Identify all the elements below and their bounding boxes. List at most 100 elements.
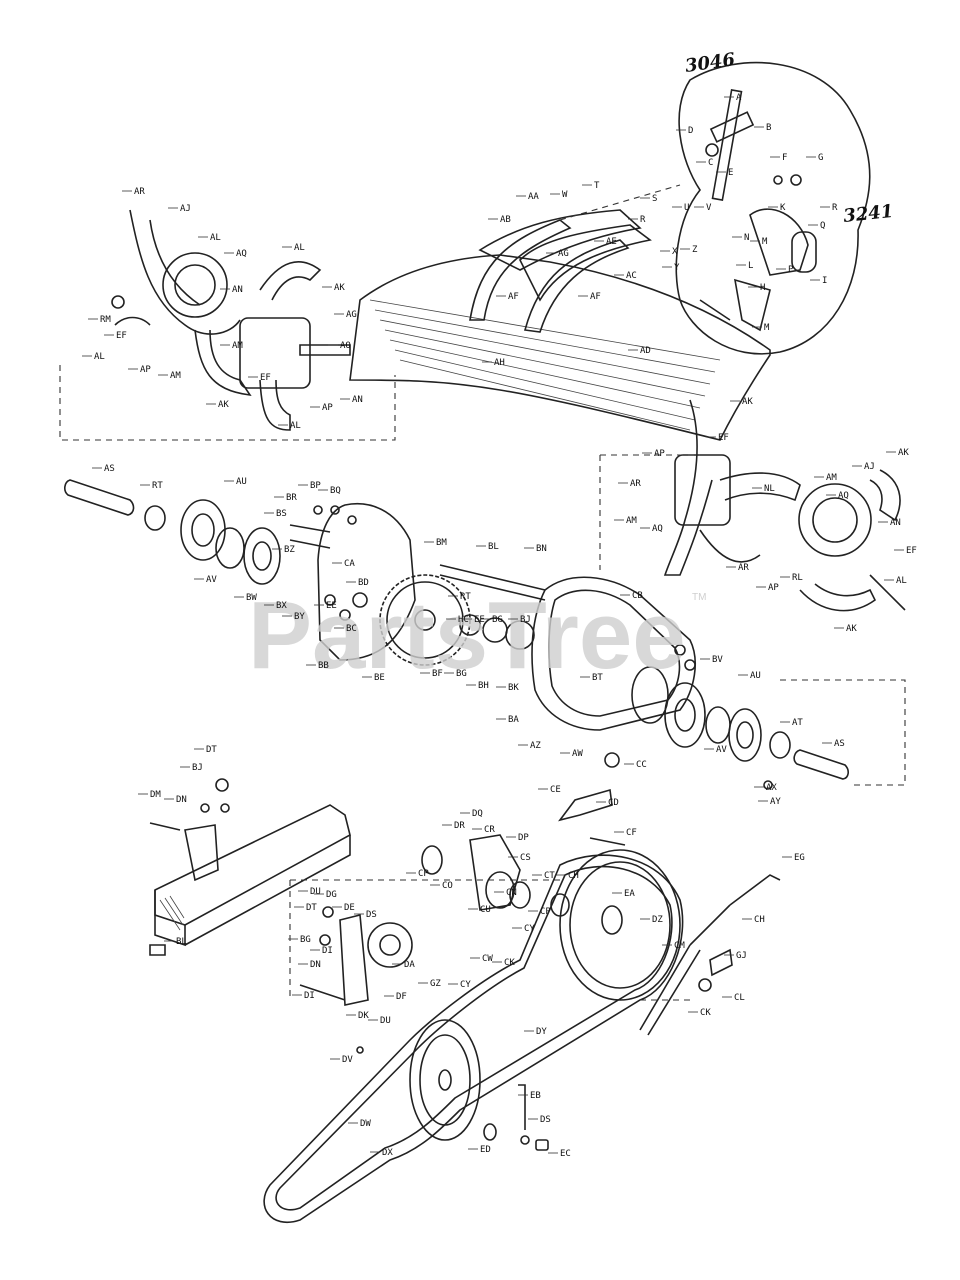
callout-d: D [688, 126, 693, 136]
right-tine-assembly-upper [663, 399, 906, 612]
callout-bv: BV [712, 655, 723, 665]
callout-bk: BK [508, 683, 519, 693]
callout-dx: DX [382, 1148, 393, 1158]
callout-f: F [782, 153, 787, 163]
callout-c: C [708, 158, 713, 168]
callout-as: AS [834, 739, 845, 749]
callout-bj: BJ [520, 615, 531, 625]
callout-ak: AK [218, 400, 229, 410]
callout-br: BR [286, 493, 297, 503]
callout-dt: DT [206, 745, 217, 755]
callout-ak: AK [334, 283, 345, 293]
callout-bl: BL [176, 937, 187, 947]
callout-h: H [760, 283, 765, 293]
callout-ac: AC [626, 271, 637, 281]
callout-aj: AJ [864, 462, 875, 472]
callout-dw: DW [360, 1119, 371, 1129]
callout-ef: EF [116, 331, 127, 341]
callout-p: P [788, 265, 794, 275]
small-pulley [409, 1019, 481, 1141]
watermark: PartsTree [248, 582, 686, 689]
callout-q: Q [820, 221, 825, 231]
callout-ay: AY [770, 797, 781, 807]
callout-m: M [762, 237, 768, 247]
callout-v: V [706, 203, 712, 213]
callout-de: DE [344, 903, 355, 913]
callout-bt: BT [592, 673, 603, 683]
callout-bc: BC [346, 624, 357, 634]
callout-eg: EG [794, 853, 805, 863]
left-tine-dash-frame [59, 365, 396, 441]
callout-gj: GJ [736, 951, 747, 961]
callout-ds: DS [366, 910, 377, 920]
callout-ef: EF [718, 433, 729, 443]
drive-shaft-assembly [339, 564, 546, 650]
callout-bh: BH [478, 681, 489, 691]
callout-i: I [822, 276, 827, 286]
callout-ak: AK [846, 624, 857, 634]
callout-w: W [562, 190, 568, 200]
callout-dz: DZ [652, 915, 663, 925]
callout-al: AL [94, 352, 105, 362]
callout-as: AS [104, 464, 115, 474]
callout-ee: EE [326, 601, 337, 611]
callout-am: AM [626, 516, 637, 526]
callout-rt: RT [152, 481, 163, 491]
callout-dy: DY [536, 1027, 547, 1037]
callout-cp: CP [418, 869, 429, 879]
callout-cr: CR [484, 825, 495, 835]
callout-ag: AG [346, 310, 357, 320]
left-axle-assembly [64, 479, 340, 585]
watermark-trademark: TM [692, 592, 706, 603]
callout-hc: HC [458, 615, 469, 625]
callout-dm: DM [150, 790, 161, 800]
callout-cl: CL [734, 993, 745, 1003]
callout-ah: AH [494, 358, 505, 368]
callout-ar: AR [630, 479, 641, 489]
callout-cf: CF [626, 828, 637, 838]
callout-rt: RT [460, 592, 471, 602]
callout-ce: CE [550, 785, 561, 795]
callout-bb: BB [318, 661, 329, 671]
callout-aq: AQ [236, 249, 247, 259]
callout-b: B [766, 123, 771, 133]
callout-m: M [764, 323, 770, 333]
callout-bz: BZ [284, 545, 295, 555]
callout-cn: CN [506, 888, 517, 898]
callout-dq: DQ [472, 809, 483, 819]
callout-dg: DG [326, 890, 337, 900]
callout-ca: CA [344, 559, 355, 569]
callout-ef: EF [906, 546, 917, 556]
callout-ar: AR [134, 187, 145, 197]
callout-am: AM [170, 371, 181, 381]
callout-by: BY [294, 612, 305, 622]
callout-cp: CP [540, 907, 551, 917]
callout-aw: AW [572, 749, 583, 759]
callout-du: DU [310, 887, 321, 897]
callout-ax: AX [766, 783, 777, 793]
large-pulley [550, 849, 681, 1001]
callout-ee: EE [474, 615, 485, 625]
callout-at: AT [792, 718, 803, 728]
callout-ct: CT [544, 871, 555, 881]
callout-az: AZ [530, 741, 541, 751]
callout-au: AU [750, 671, 761, 681]
callout-r: R [832, 203, 838, 213]
callout-di: DI [322, 946, 333, 956]
callout-ae: AE [606, 237, 617, 247]
callout-dt: DT [306, 903, 317, 913]
callout-g: G [818, 153, 823, 163]
callout-ed: ED [480, 1145, 491, 1155]
callout-aq: AQ [838, 491, 849, 501]
callout-x: X [672, 247, 678, 257]
callout-l: L [748, 261, 753, 271]
frame-tongue [149, 778, 351, 956]
callout-rm: RM [100, 315, 111, 325]
callout-ak: AK [898, 448, 909, 458]
callout-al: AL [896, 576, 907, 586]
callout-ap: AP [140, 365, 151, 375]
callout-an: AN [352, 395, 363, 405]
callout-ba: BA [508, 715, 519, 725]
callout-z: Z [692, 245, 698, 255]
callout-af: AF [590, 292, 601, 302]
